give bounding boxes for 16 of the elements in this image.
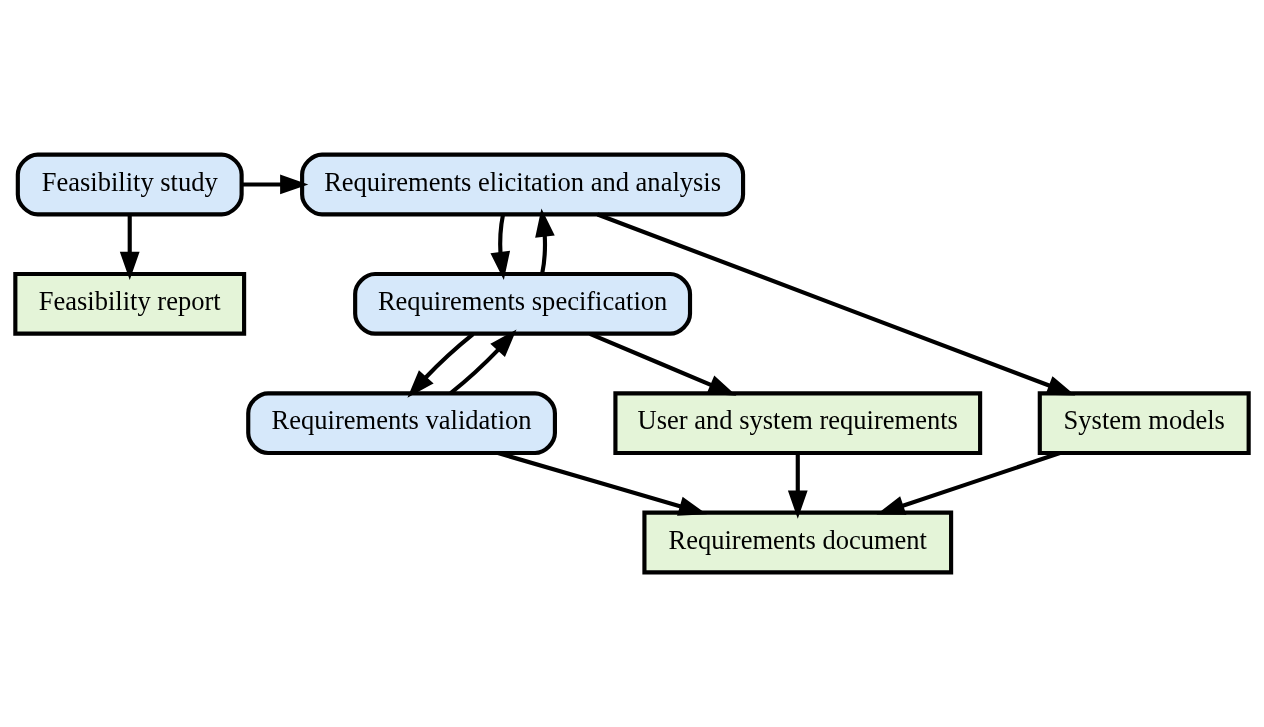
node-box: Requirements validation <box>246 391 557 456</box>
node-box: Requirements specification <box>353 271 693 336</box>
node-box: User and system requirements <box>613 391 983 456</box>
arrow <box>490 214 511 281</box>
node-box: Feasibility study <box>15 152 244 217</box>
node-box: Requirements document <box>642 510 954 575</box>
node-box: Feasibility report <box>13 271 247 336</box>
arrow <box>119 214 140 281</box>
arrow <box>787 453 808 519</box>
arrow <box>596 212 1076 396</box>
arrow <box>535 208 555 275</box>
arrow <box>407 332 475 398</box>
arrow <box>449 329 517 395</box>
arrow <box>241 174 309 195</box>
node-box: System models <box>1037 391 1251 456</box>
node-box: Requirements elicitation and analysis <box>300 152 746 217</box>
